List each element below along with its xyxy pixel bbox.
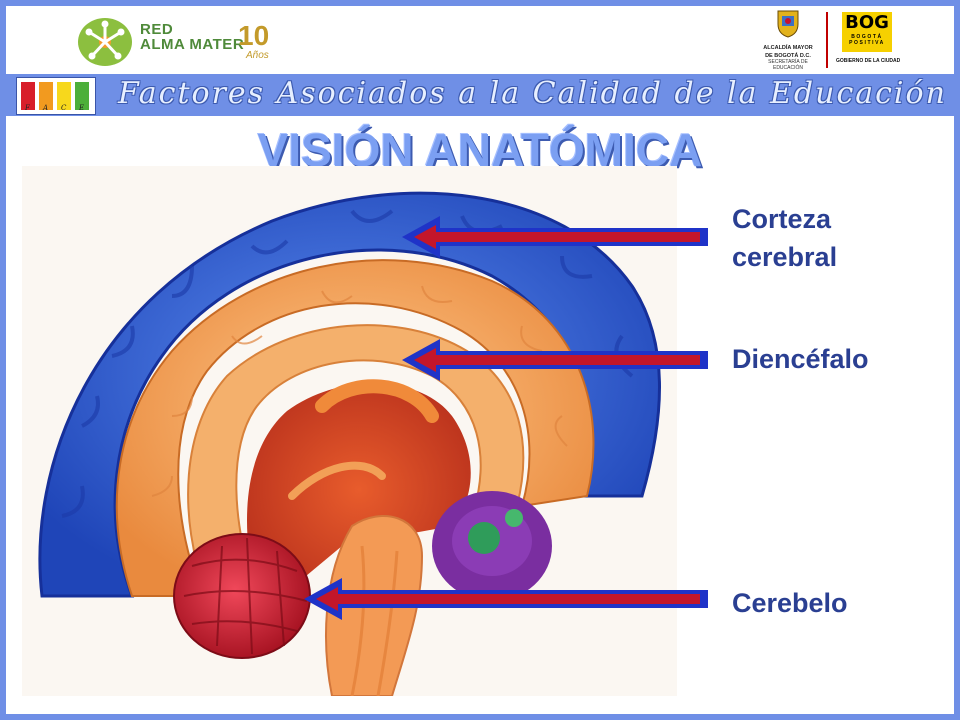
arrow-diencefalo-icon (402, 339, 708, 381)
secretaria-text: SECRETARÍA DE EDUCACIÓN (768, 59, 808, 71)
arrow-corteza-icon (402, 216, 708, 258)
bogota-positiva-logo: BOG BOGOTÁ POSITIVA (842, 12, 892, 52)
bog-subtitle: BOGOTÁ POSITIVA (849, 34, 885, 46)
face-letter: A (43, 104, 49, 112)
logo-anniversary-word: Años (246, 50, 269, 61)
red-alma-mater-logo: RED ALMA MATER 10 Años (54, 10, 414, 72)
label-cerebelo: Cerebelo (732, 588, 848, 618)
red-alma-mater-wordmark: RED ALMA MATER (140, 22, 244, 52)
logo-anniversary-number: 10 (238, 20, 270, 51)
logo-separator (826, 12, 828, 68)
face-letter: E (79, 104, 85, 112)
alcaldia-line-2: DE BOGOTÁ D.C. (765, 53, 811, 59)
bog-wordmark: BOG (845, 12, 889, 33)
logo-line-alma-mater: ALMA MATER (140, 36, 245, 53)
coat-of-arms-icon (777, 10, 799, 38)
red-alma-mater-mark-icon (78, 18, 132, 66)
header: RED ALMA MATER 10 Años ALCALDÍA MAYOR DE… (6, 6, 954, 74)
face-letter: C (61, 104, 67, 112)
face-cell-green (75, 82, 89, 110)
arrow-cerebelo-icon (304, 578, 708, 620)
label-corteza-cerebral: Corteza cerebral (732, 204, 838, 272)
face-cell-orange (39, 82, 53, 110)
face-letter: F (25, 104, 30, 112)
gobierno-text: GOBIERNO DE LA CIUDAD (836, 58, 901, 64)
face-cell-yellow (57, 82, 71, 110)
face-cell-red (21, 82, 35, 110)
alcaldia-line-1: ALCALDÍA MAYOR (763, 45, 813, 51)
face-logo: F A C E (16, 77, 96, 115)
alcaldia-bogota-logo: ALCALDÍA MAYOR DE BOGOTÁ D.C. SECRETARÍA… (756, 8, 946, 74)
label-diencefalo: Diencéfalo (732, 344, 869, 374)
logo-line-red: RED (140, 21, 174, 38)
title-banner: F A C E Factores Asociados a la Calidad … (6, 74, 954, 116)
banner-title: Factores Asociados a la Calidad de la Ed… (118, 76, 947, 111)
alcaldia-block: ALCALDÍA MAYOR DE BOGOTÁ D.C. SECRETARÍA… (756, 8, 820, 71)
